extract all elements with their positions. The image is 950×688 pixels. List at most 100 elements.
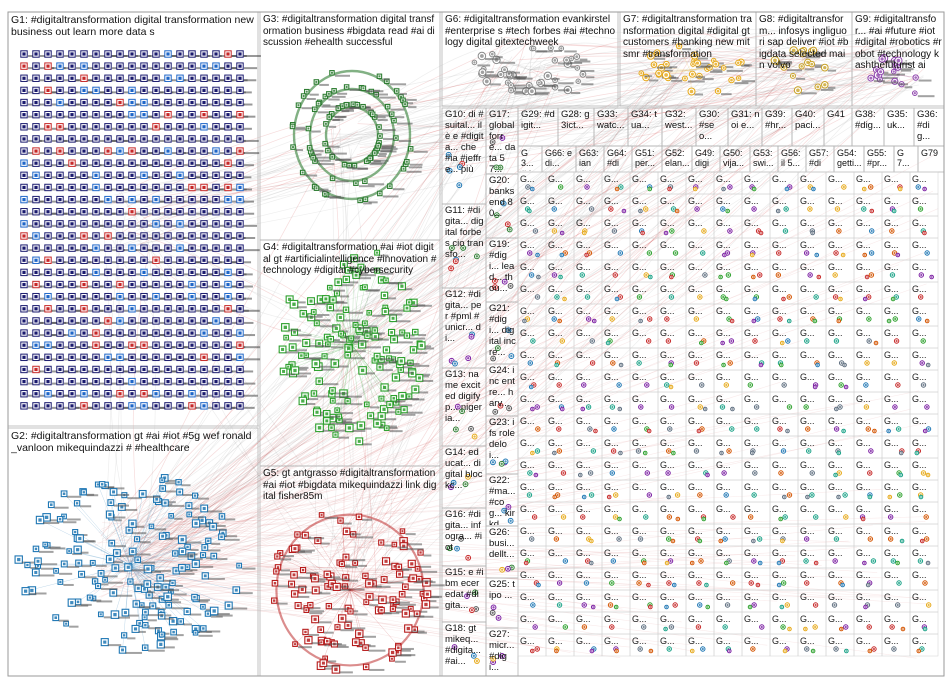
small-group-label: G... — [884, 218, 899, 228]
node-core — [166, 198, 170, 202]
node-core — [190, 137, 194, 141]
node-core — [154, 161, 158, 165]
node-core — [226, 198, 230, 202]
edge — [165, 408, 912, 593]
node-core — [526, 317, 529, 321]
node-core — [46, 319, 50, 323]
node-core — [559, 276, 562, 278]
node-core — [22, 380, 26, 384]
edge — [504, 33, 774, 47]
node-core — [401, 530, 404, 533]
node-label-mark — [413, 150, 428, 153]
edge — [101, 239, 121, 570]
node-label-mark — [332, 119, 340, 122]
node-core — [190, 100, 194, 105]
edge — [148, 216, 904, 597]
small-group-label: G... — [884, 284, 899, 294]
node-label-mark — [406, 543, 423, 546]
node-core — [70, 282, 74, 287]
node-core — [142, 295, 146, 299]
node-core — [166, 380, 170, 384]
node-core — [695, 207, 699, 211]
node-core — [82, 222, 86, 226]
node-core — [166, 88, 170, 92]
node-label-mark — [389, 83, 407, 86]
edge — [340, 69, 517, 146]
node-label-mark — [362, 443, 372, 446]
edge — [139, 208, 773, 545]
node-core — [424, 602, 428, 607]
edge — [705, 28, 789, 51]
node-core — [575, 55, 579, 59]
node-core — [359, 423, 363, 428]
node-core — [309, 603, 312, 607]
node-core — [331, 389, 334, 392]
node-core — [178, 367, 182, 372]
node-label-mark — [741, 64, 750, 67]
edge — [376, 46, 803, 322]
node-label-mark — [330, 576, 341, 579]
node-core — [273, 582, 277, 585]
node-label-mark — [423, 554, 432, 557]
node-core — [234, 588, 238, 592]
node-core — [367, 581, 371, 586]
node-core — [500, 462, 503, 466]
node-core — [812, 188, 815, 190]
node-core — [587, 317, 590, 321]
edge — [101, 404, 546, 567]
node-label-mark — [408, 106, 417, 109]
node-core — [702, 229, 706, 233]
node-label-mark — [107, 644, 122, 647]
node-label-mark — [412, 304, 426, 307]
node-core — [142, 76, 146, 80]
node-core — [70, 88, 74, 92]
small-group-label: G... — [604, 262, 619, 272]
node-label-mark — [283, 555, 294, 558]
node-core — [731, 320, 734, 322]
edge — [363, 80, 521, 545]
node-label-mark — [297, 576, 314, 579]
node-core — [725, 298, 728, 300]
node-core — [402, 408, 406, 412]
node-core — [166, 270, 170, 274]
node-core — [586, 295, 589, 299]
node-core — [142, 367, 146, 372]
node-core — [190, 355, 194, 359]
node-core — [214, 76, 218, 80]
node-core — [382, 578, 386, 581]
node-core — [106, 161, 110, 165]
small-group-label: G... — [856, 218, 871, 228]
node-core — [491, 611, 494, 615]
node-core — [695, 61, 700, 65]
node-label-mark — [288, 329, 301, 332]
edge — [347, 67, 925, 560]
node-core — [166, 76, 170, 80]
node-core — [154, 270, 158, 274]
node-core — [82, 210, 86, 214]
node-core — [127, 528, 131, 532]
node-core — [190, 149, 194, 153]
node-label-mark — [308, 633, 319, 636]
node-core — [82, 64, 86, 68]
node-core — [714, 62, 718, 66]
node-core — [118, 185, 122, 190]
node-label-mark — [34, 592, 47, 595]
node-label-mark — [404, 288, 413, 291]
node-core — [151, 604, 155, 608]
node-core — [94, 258, 98, 262]
node-core — [226, 113, 230, 117]
small-group-label: G... — [912, 240, 927, 250]
node-label-mark — [374, 93, 388, 96]
node-label-mark — [883, 73, 900, 76]
edge — [371, 29, 895, 123]
node-core — [115, 551, 119, 555]
node-core — [34, 234, 38, 238]
small-group-label: G... — [772, 240, 787, 250]
node-core — [46, 100, 50, 105]
node-label-mark — [495, 56, 503, 59]
node-core — [82, 198, 86, 202]
node-core — [143, 646, 147, 649]
node-core — [722, 66, 725, 70]
node-core — [22, 88, 26, 92]
node-core — [178, 380, 182, 384]
